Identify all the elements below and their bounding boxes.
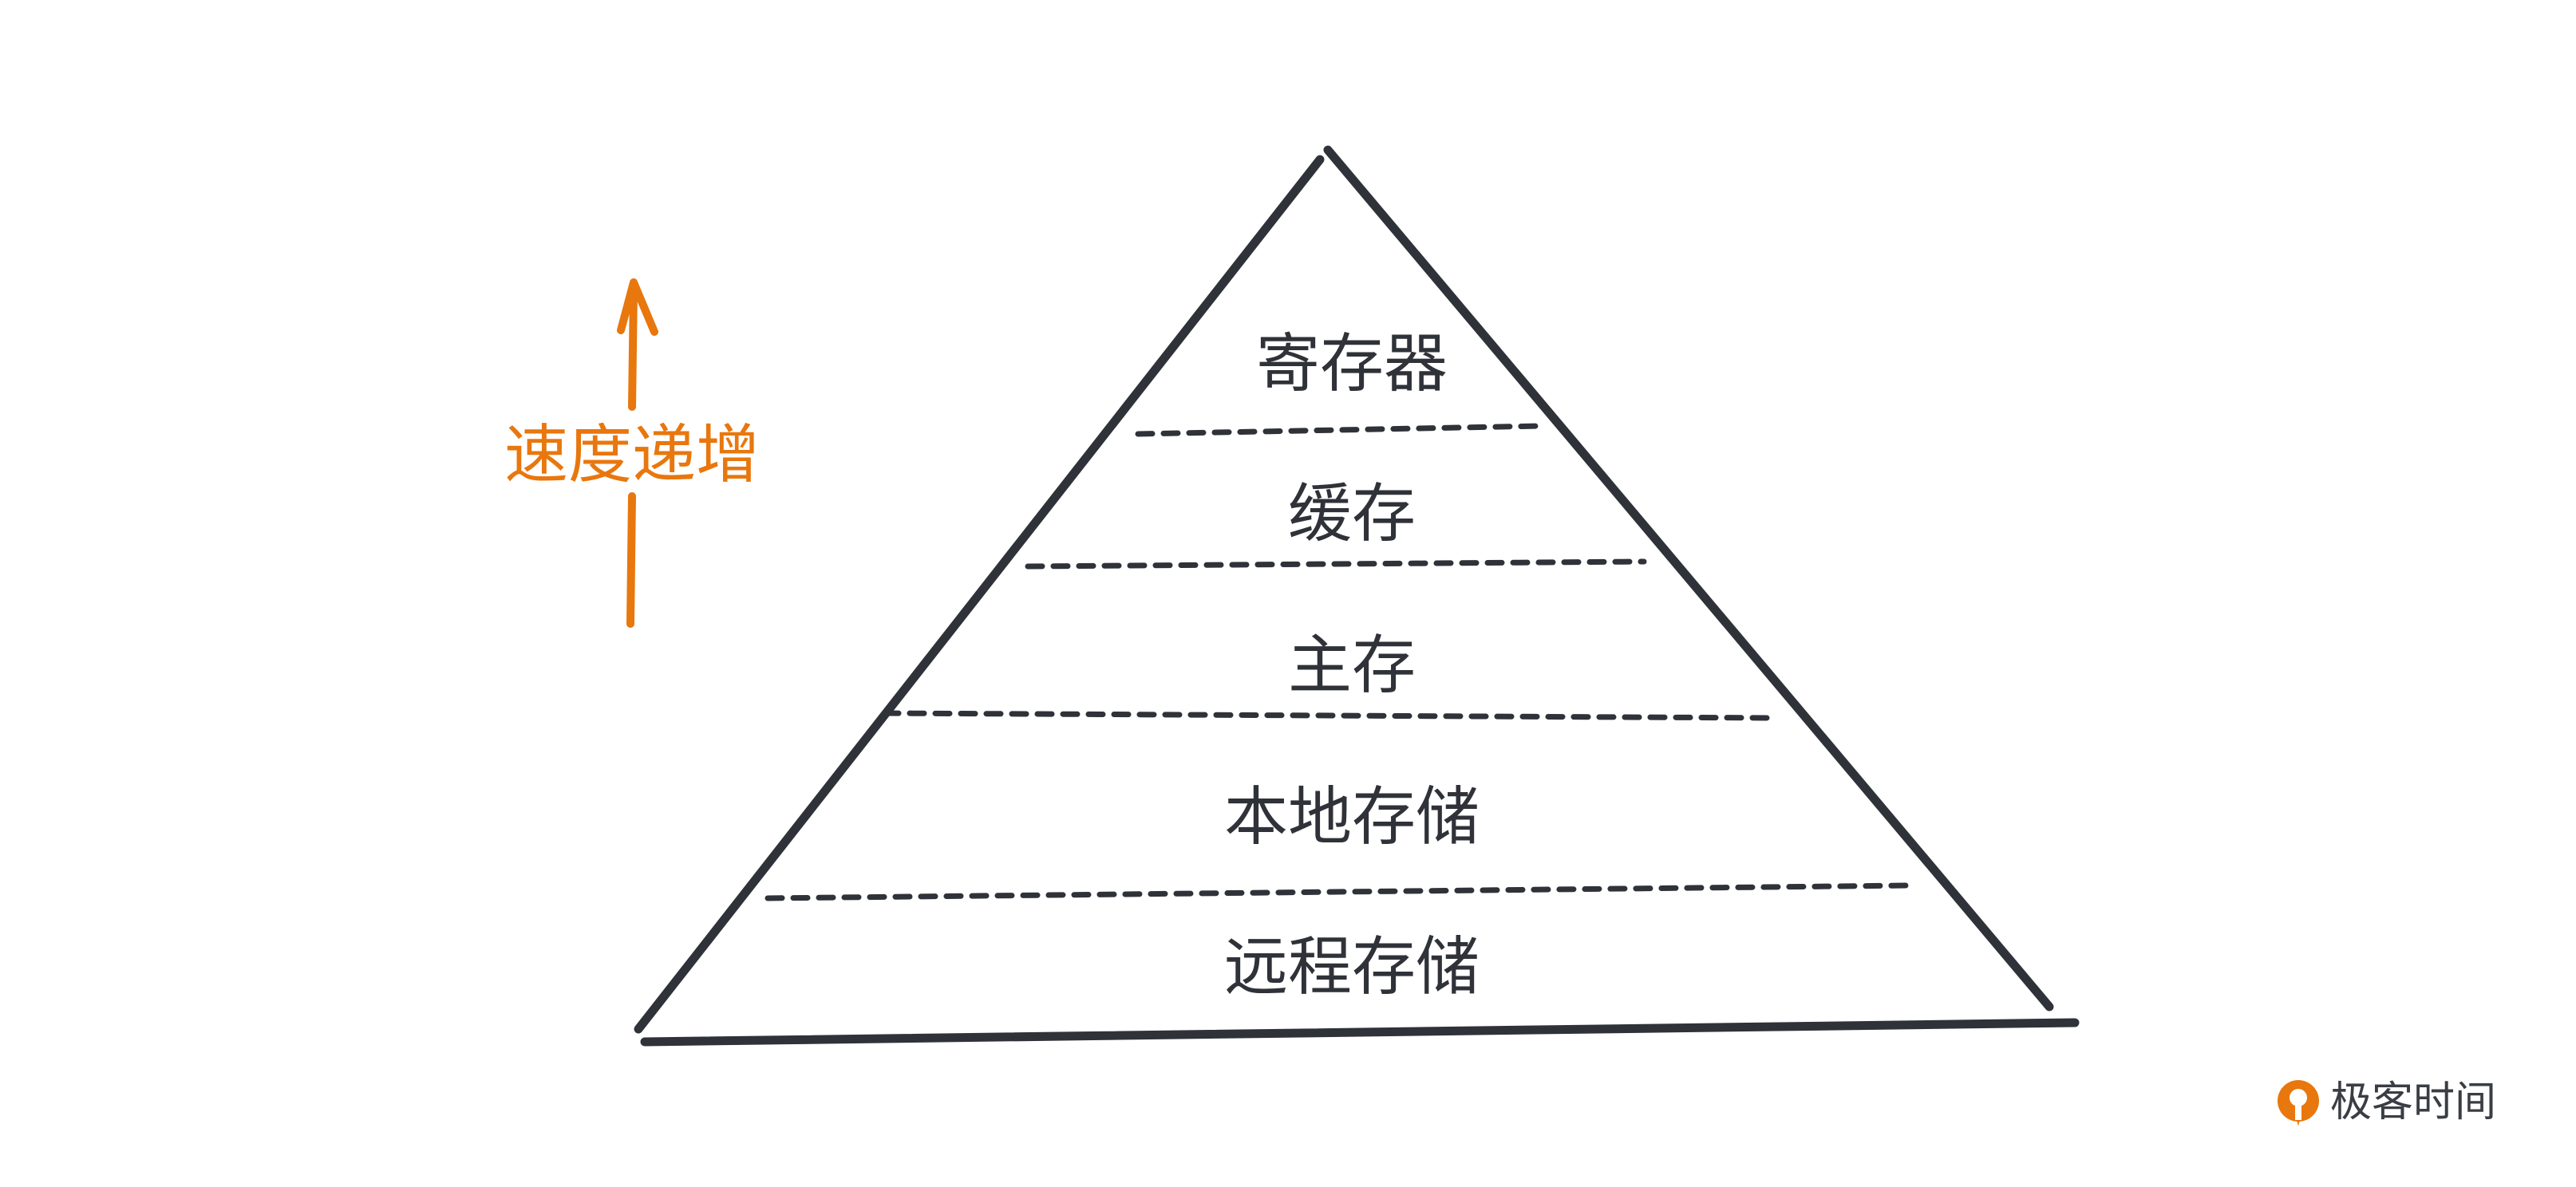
geektime-logo-icon bbox=[2278, 1080, 2319, 1126]
pyramid-right-edge bbox=[1323, 145, 2054, 1012]
tier-label-main-memory: 主存 bbox=[1288, 629, 1416, 703]
pyramid-base bbox=[640, 1018, 2080, 1047]
pyramid-outline bbox=[634, 145, 2080, 1047]
pyramid-left-edge bbox=[634, 155, 1325, 1034]
separator-3 bbox=[881, 710, 1778, 721]
tier-separators bbox=[765, 423, 1912, 901]
brand-watermark: 极客时间 bbox=[2278, 1079, 2496, 1126]
arrow-up-icon bbox=[617, 278, 658, 336]
separator-1 bbox=[1135, 423, 1543, 437]
separator-4 bbox=[765, 882, 1912, 901]
brand-name: 极客时间 bbox=[2330, 1079, 2496, 1126]
speed-arrow-shaft-lower bbox=[626, 492, 636, 628]
speed-arrow-shaft-upper bbox=[628, 285, 638, 411]
speed-arrow: 速度递增 bbox=[504, 278, 760, 628]
tier-label-local-storage: 本地存储 bbox=[1224, 780, 1480, 854]
tier-label-remote-storage: 远程存储 bbox=[1224, 930, 1480, 1004]
tier-label-registers: 寄存器 bbox=[1256, 327, 1448, 401]
separator-2 bbox=[1025, 558, 1647, 570]
speed-increase-label: 速度递增 bbox=[504, 418, 760, 492]
tier-labels: 寄存器 缓存 主存 本地存储 远程存储 bbox=[1224, 327, 1480, 1004]
tier-label-cache: 缓存 bbox=[1288, 477, 1416, 551]
